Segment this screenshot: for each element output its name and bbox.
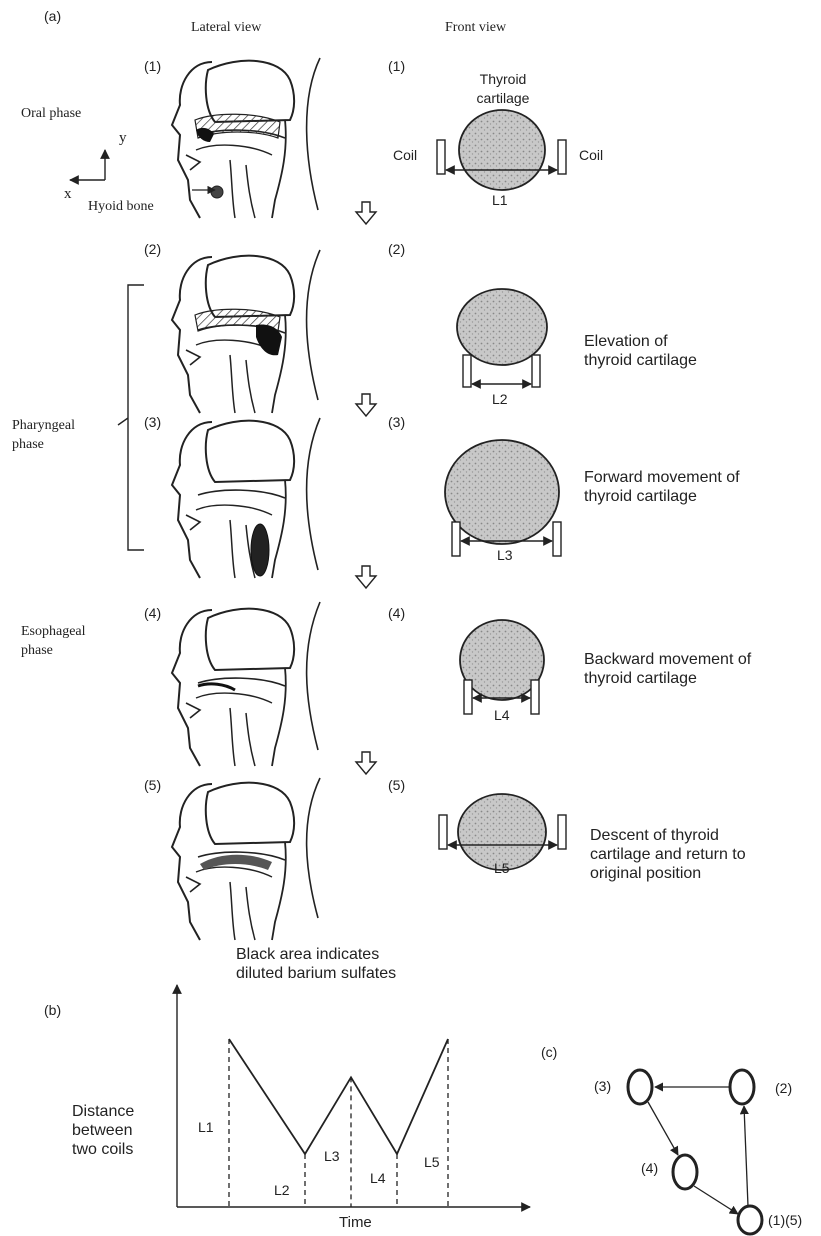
step-5-front: (5) xyxy=(388,777,405,793)
graph-series xyxy=(229,1039,448,1154)
cycle-label-2: (2) xyxy=(775,1080,792,1096)
axis-y-label: y xyxy=(119,130,127,147)
lateral-head-4 xyxy=(172,609,294,766)
step-4-front: (4) xyxy=(388,605,405,621)
panel-label-c: (c) xyxy=(541,1044,557,1060)
step-2-lateral: (2) xyxy=(144,241,161,257)
hyoid-bone-label: Hyoid bone xyxy=(88,199,154,215)
cycle-label-3: (3) xyxy=(594,1078,611,1094)
graph-ylabel: Distance between two coils xyxy=(72,1102,134,1159)
front-view-header: Front view xyxy=(445,20,506,36)
description-5: Descent of thyroid cartilage and return … xyxy=(590,826,746,883)
front-distance-3: L3 xyxy=(497,547,513,563)
graph-axes xyxy=(177,985,530,1207)
neck-outlines xyxy=(307,58,320,918)
graph-line xyxy=(229,1039,448,1154)
step-5-lateral: (5) xyxy=(144,777,161,793)
pharyngeal-bracket xyxy=(118,285,144,550)
lateral-head-1 xyxy=(172,61,294,218)
node-3 xyxy=(628,1070,652,1104)
step-1-front: (1) xyxy=(388,58,405,74)
front-distance-1: L1 xyxy=(492,192,508,208)
node-4 xyxy=(673,1155,697,1189)
pharyngeal-phase-label: Pharyngeal phase xyxy=(12,416,75,454)
description-4: Backward movement of thyroid cartilage xyxy=(584,650,751,688)
front-distance-2: L2 xyxy=(492,391,508,407)
flow-arrows xyxy=(356,202,376,774)
node-2 xyxy=(730,1070,754,1104)
oral-phase-label: Oral phase xyxy=(21,106,81,122)
graph-xlabel: Time xyxy=(339,1214,372,1231)
panel-label-b: (b) xyxy=(44,1002,61,1018)
node-1-5 xyxy=(738,1206,762,1234)
lateral-head-3 xyxy=(172,421,294,578)
step-3-lateral: (3) xyxy=(144,414,161,430)
xy-axes xyxy=(70,150,105,180)
graph-label-l3: L3 xyxy=(324,1148,340,1164)
front-1 xyxy=(437,110,566,190)
lateral-head-2 xyxy=(172,256,294,413)
cycle-label-4: (4) xyxy=(641,1160,658,1176)
coil-label-left: Coil xyxy=(393,147,417,163)
cycle-label-1-5: (1)(5) xyxy=(768,1212,802,1228)
step-1-lateral: (1) xyxy=(144,58,161,74)
front-5 xyxy=(439,794,566,870)
description-2: Elevation of thyroid cartilage xyxy=(584,332,697,370)
front-2 xyxy=(457,289,547,387)
description-3: Forward movement of thyroid cartilage xyxy=(584,468,740,506)
step-4-lateral: (4) xyxy=(144,605,161,621)
step-3-front: (3) xyxy=(388,414,405,430)
panel-label-a: (a) xyxy=(44,8,61,24)
front-distance-4: L4 xyxy=(494,707,510,723)
coil-label-right: Coil xyxy=(579,147,603,163)
graph-label-l1: L1 xyxy=(198,1119,214,1135)
thyroid-cartilage-label: Thyroid cartilage xyxy=(470,70,536,108)
graph-label-l5: L5 xyxy=(424,1154,440,1170)
front-distance-5: L5 xyxy=(494,860,510,876)
cycle-diagram xyxy=(628,1070,762,1234)
step-2-front: (2) xyxy=(388,241,405,257)
front-4 xyxy=(460,620,544,714)
lateral-head-5 xyxy=(172,783,294,940)
graph-label-l2: L2 xyxy=(274,1182,290,1198)
lateral-view-header: Lateral view xyxy=(191,20,261,36)
graph-dashes xyxy=(229,1039,448,1207)
axis-x-label: x xyxy=(64,186,72,203)
caption-barium: Black area indicates diluted barium sulf… xyxy=(236,945,396,983)
graph-label-l4: L4 xyxy=(370,1170,386,1186)
esophageal-phase-label: Esophageal phase xyxy=(21,622,86,660)
front-3 xyxy=(445,440,561,556)
